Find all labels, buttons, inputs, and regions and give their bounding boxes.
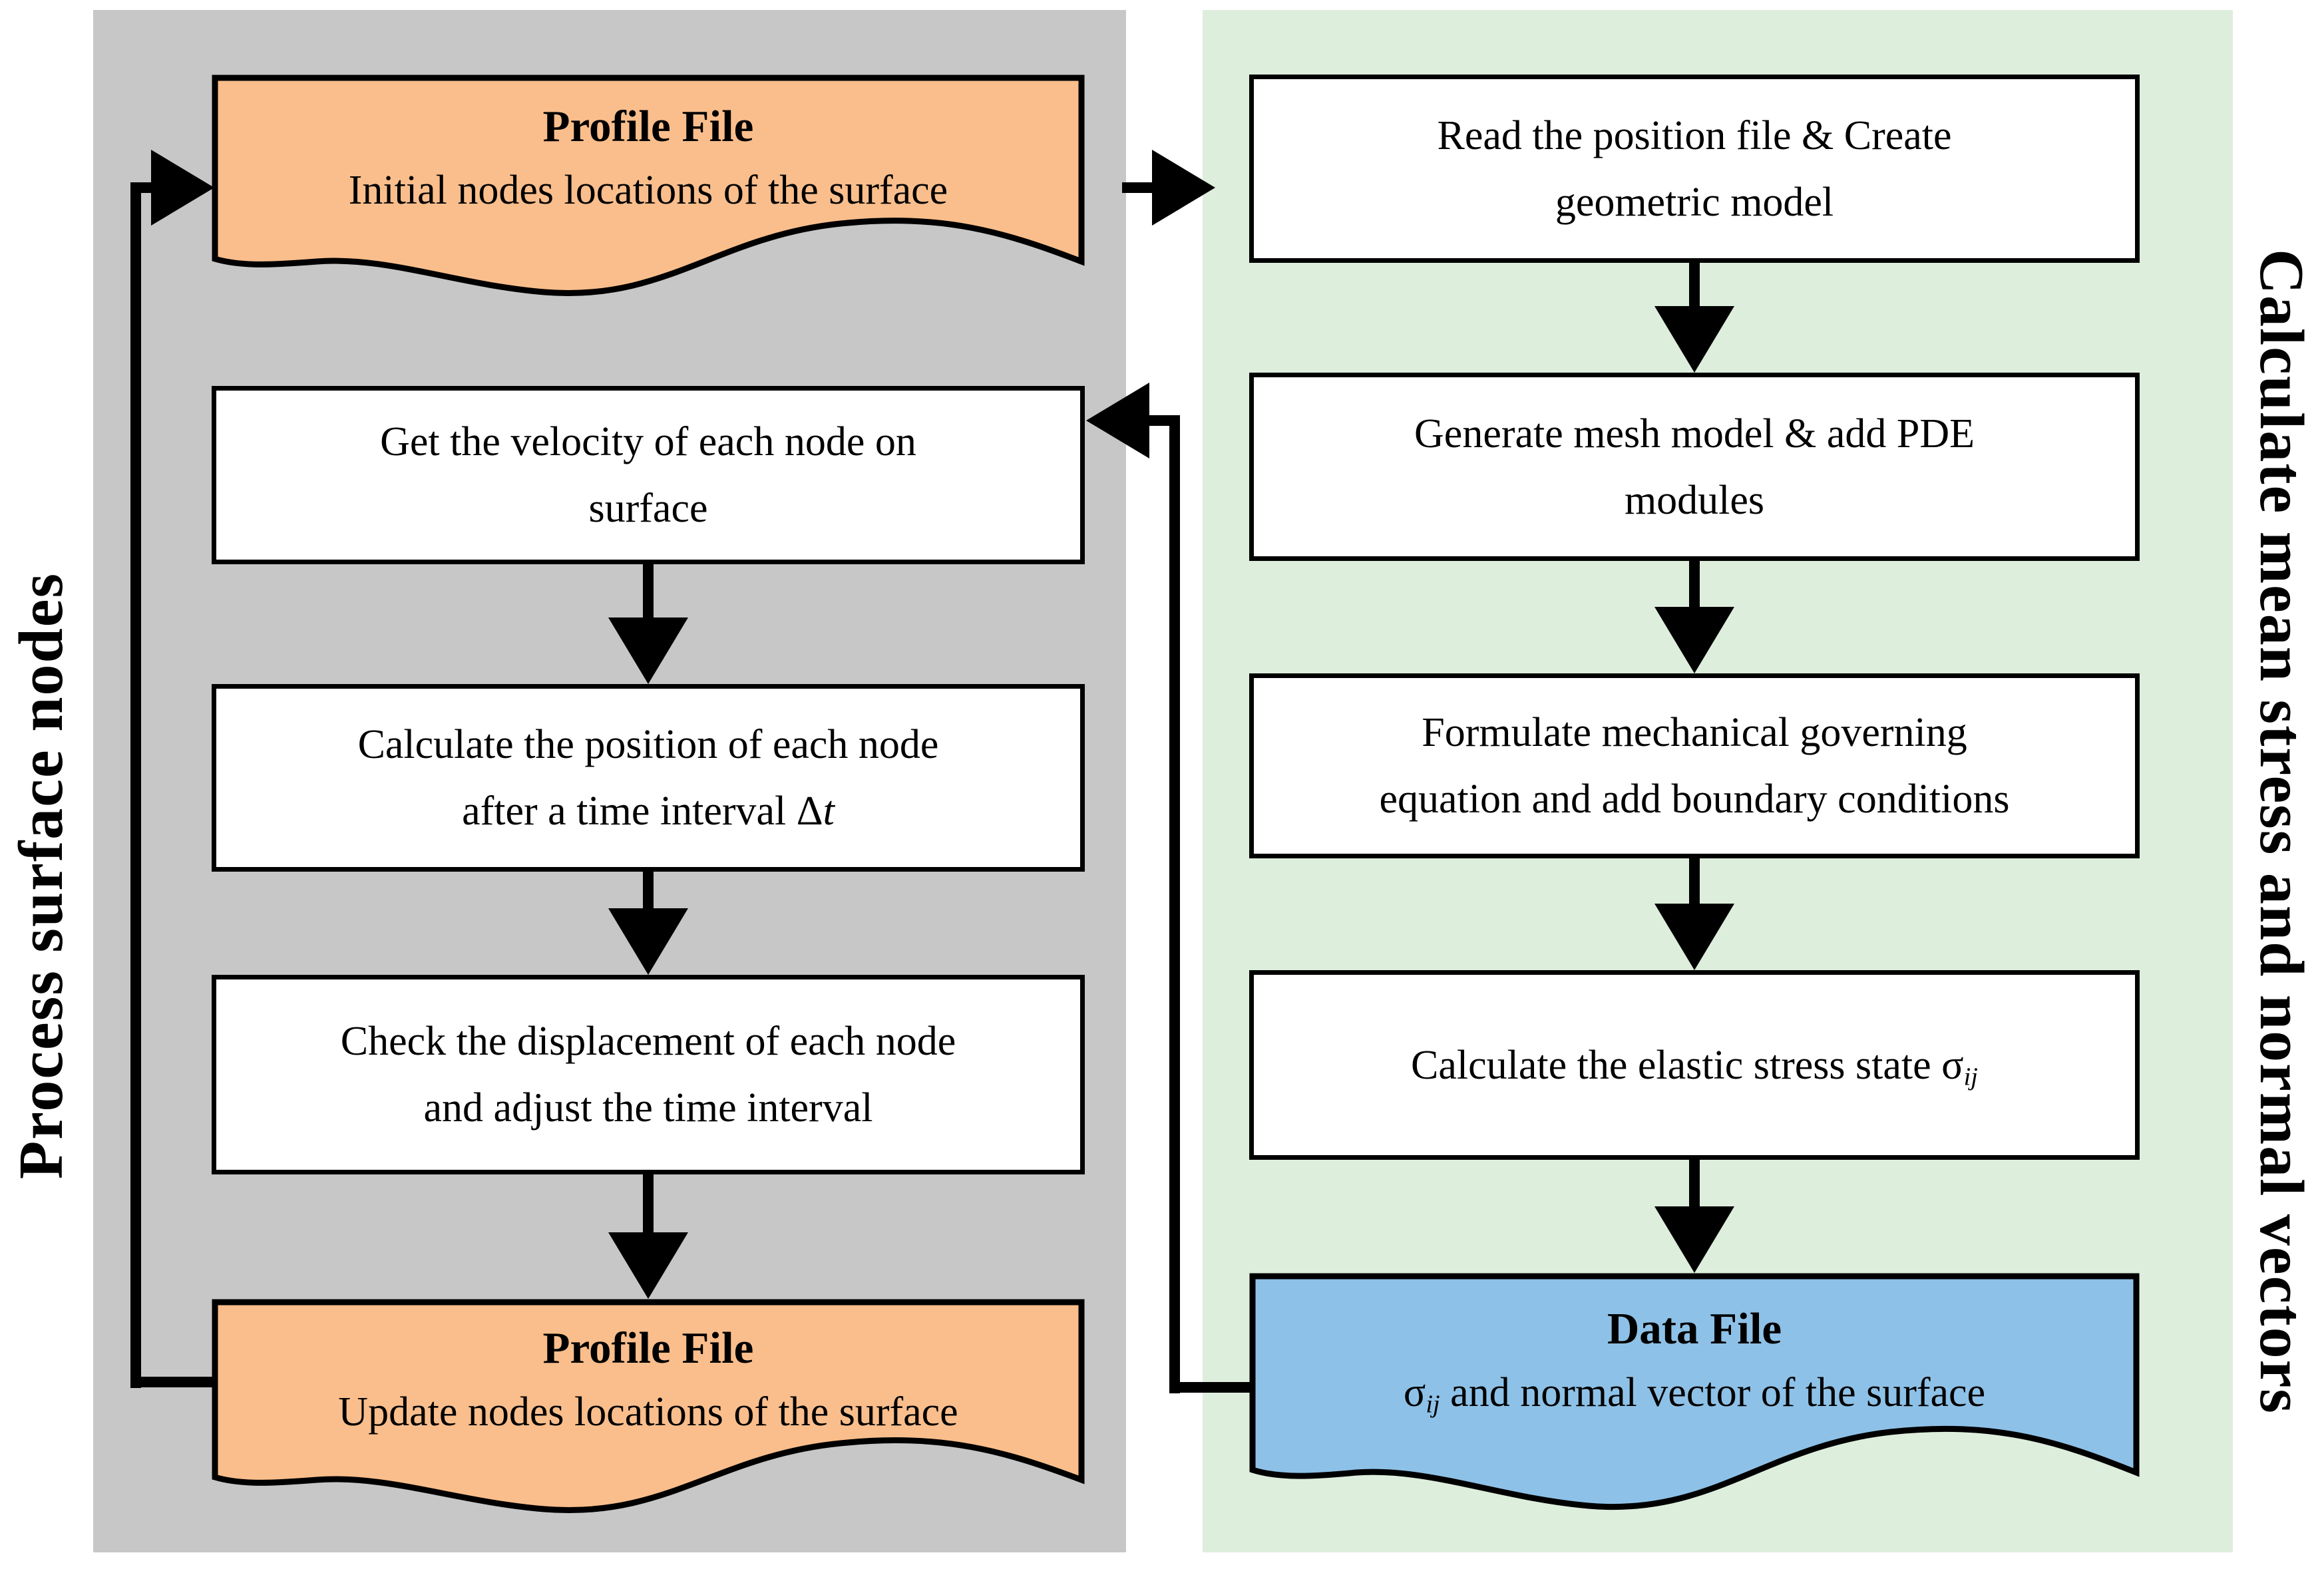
document-shape — [212, 75, 1085, 296]
node-line: Calculate the position of each node — [357, 722, 939, 767]
arrow-head — [1654, 1206, 1734, 1273]
node-line: Initial nodes locations of the surface — [348, 168, 948, 213]
arrow-down-icon — [1654, 263, 1734, 373]
arrow-down-icon — [608, 564, 688, 684]
arrow-head — [1654, 607, 1734, 673]
node-text: Data File σij and normal vector of the s… — [1249, 1297, 2140, 1425]
profile-file-bottom-node: Profile File Update nodes locations of t… — [212, 1299, 1085, 1530]
arrow-head — [608, 908, 688, 975]
arrow-stem — [1689, 263, 1700, 306]
formulate-equation-node: Formulate mechanical governing equation … — [1249, 673, 2140, 858]
node-line: Calculate the elastic stress state σij — [1411, 1042, 1978, 1091]
arrow-stem — [1149, 415, 1180, 426]
read-position-node: Read the position file & Create geometri… — [1249, 75, 2140, 263]
node-text: Calculate the position of each node afte… — [216, 711, 1080, 844]
arrow-down-icon — [1654, 858, 1734, 970]
arrow-right-icon — [1122, 150, 1215, 226]
node-text: Profile File Update nodes locations of t… — [212, 1316, 1085, 1444]
node-text: Read the position file & Create geometri… — [1254, 102, 2135, 236]
arrow-head — [1654, 904, 1734, 970]
node-title: Profile File — [542, 102, 754, 151]
arrow-stem — [1689, 858, 1700, 904]
arrow-down-icon — [608, 1174, 688, 1299]
loop-connector-vertical-line — [130, 182, 141, 1388]
profile-file-top-node: Profile File Initial nodes locations of … — [212, 75, 1085, 314]
arrow-stem — [1689, 1160, 1700, 1206]
node-line: surface — [588, 486, 708, 531]
arrow-head — [1086, 383, 1149, 458]
arrow-head — [608, 1232, 688, 1299]
arrow-down-icon — [1654, 1160, 1734, 1273]
node-line: geometric model — [1555, 179, 1834, 225]
node-line: Update nodes locations of the surface — [338, 1389, 958, 1435]
node-line: Read the position file & Create — [1437, 112, 1952, 158]
loop-connector-bottom-line — [130, 1377, 222, 1387]
document-shape — [1249, 1273, 2140, 1510]
arrow-left-icon — [1086, 383, 1180, 458]
node-line: Check the displacement of each node — [340, 1019, 956, 1064]
document-shape — [212, 1299, 1085, 1514]
check-displacement-node: Check the displacement of each node and … — [212, 975, 1085, 1174]
node-text: Generate mesh model & add PDE modules — [1254, 401, 2135, 534]
arrow-stem — [130, 182, 151, 193]
node-line: after a time interval Δt — [462, 788, 835, 834]
sigma-subscript: ij — [1426, 1390, 1440, 1419]
node-title: Profile File — [542, 1323, 754, 1373]
sigma-subscript: ij — [1963, 1063, 1978, 1091]
stress-panel-label: Calculate mean stress and normal vectors — [2247, 249, 2316, 1415]
node-line: Get the velocity of each node on — [380, 419, 916, 464]
node-text: Calculate the elastic stress state σij — [1254, 1032, 2135, 1099]
node-line: Formulate mechanical governing — [1422, 710, 1967, 755]
node-text: Formulate mechanical governing equation … — [1254, 699, 2135, 832]
arrow-stem — [643, 872, 654, 908]
node-line: modules — [1624, 477, 1765, 523]
node-line: Generate mesh model & add PDE — [1414, 411, 1975, 456]
node-line: equation and add boundary conditions — [1379, 777, 2010, 822]
arrow-stem — [1689, 561, 1700, 607]
arrow-down-icon — [608, 872, 688, 975]
arrow-down-icon — [1654, 561, 1734, 673]
arrow-stem — [643, 564, 654, 617]
feedback-connector-bottom-line — [1169, 1382, 1253, 1393]
arrow-stem — [1122, 182, 1152, 193]
delta-t-variable: t — [823, 788, 835, 834]
node-text: Get the velocity of each node on surface — [216, 409, 1080, 542]
arrow-stem — [643, 1174, 654, 1232]
calc-stress-node: Calculate the elastic stress state σij — [1249, 970, 2140, 1160]
node-title: Data File — [1607, 1304, 1782, 1353]
node-line: and adjust the time interval — [423, 1085, 873, 1131]
arrow-head — [608, 617, 688, 684]
arrow-head — [151, 150, 214, 226]
get-velocity-node: Get the velocity of each node on surface — [212, 386, 1085, 564]
arrow-right-icon — [130, 150, 214, 226]
node-text: Check the displacement of each node and … — [216, 1008, 1080, 1141]
node-text: Profile File Initial nodes locations of … — [212, 94, 1085, 222]
generate-mesh-node: Generate mesh model & add PDE modules — [1249, 373, 2140, 561]
calc-position-node: Calculate the position of each node afte… — [212, 684, 1085, 872]
arrow-head — [1152, 150, 1215, 226]
data-file-node: Data File σij and normal vector of the s… — [1249, 1273, 2140, 1532]
node-line: σij and normal vector of the surface — [1403, 1370, 1986, 1419]
process-panel-label: Process surface nodes — [7, 572, 76, 1180]
feedback-connector-vertical-line — [1169, 415, 1180, 1393]
arrow-head — [1654, 306, 1734, 373]
